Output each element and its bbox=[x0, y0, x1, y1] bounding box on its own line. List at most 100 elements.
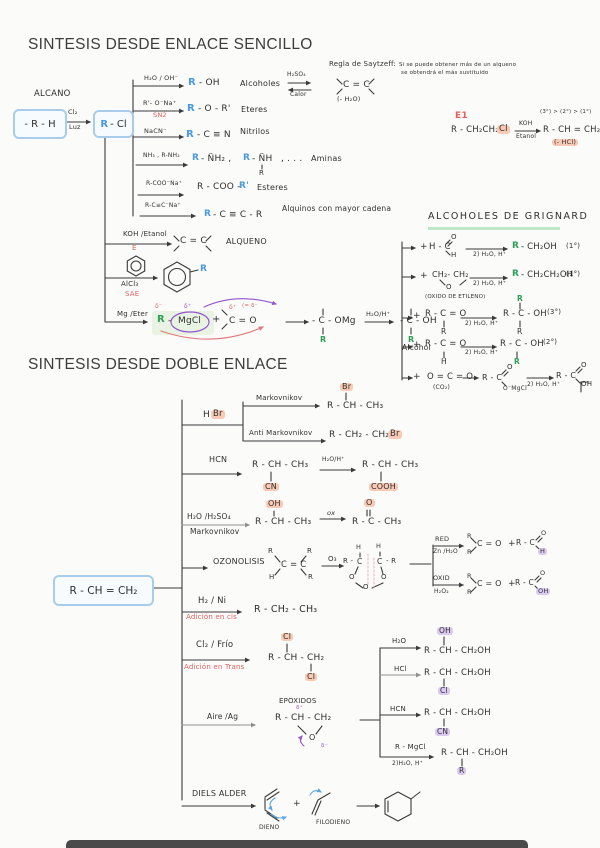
rcl-cl: - Cl bbox=[110, 118, 127, 130]
d8-filodieno-label: FILODIENO bbox=[316, 819, 351, 826]
d1-br: Br bbox=[211, 409, 225, 419]
e1-tag: E1 bbox=[455, 111, 468, 121]
r8-mechanism: SAE bbox=[125, 290, 140, 298]
d4-alkene: C = C bbox=[281, 560, 307, 570]
d2-hydrolysis: H₂O/H⁺ bbox=[322, 456, 345, 463]
r9-o-delta-minus: (= δ⁻ bbox=[242, 303, 258, 309]
g1-formaldehyde: H - C bbox=[429, 242, 451, 252]
d7-b4-workup: 2)H₂O, H⁺ bbox=[392, 760, 424, 767]
d3-oxidation: ox bbox=[327, 509, 336, 517]
d7-product3: R - CH - CH₂OH bbox=[424, 708, 491, 718]
r3-product-r: R bbox=[186, 129, 194, 140]
d7-delta-plus: δ⁺ bbox=[296, 705, 303, 711]
g5-plus: + bbox=[413, 372, 421, 382]
d2-product1: R - CH - CH₃ bbox=[252, 460, 309, 470]
d7-product4-r: R bbox=[457, 766, 467, 775]
alcano-label: ALCANO bbox=[34, 89, 71, 99]
r2-reagent: R'- O⁻Na⁺ bbox=[143, 99, 177, 107]
benzene-icon bbox=[126, 255, 146, 277]
g3-plus: + bbox=[413, 311, 421, 321]
e1-product: R - CH = CH₂ bbox=[543, 125, 600, 135]
g5-intermediate: R - C bbox=[482, 373, 503, 382]
s1-r7-arrow bbox=[104, 235, 212, 252]
d3-mechanism: Markovnikov bbox=[190, 527, 240, 536]
alkene-box: R - CH = CH₂ bbox=[53, 575, 154, 606]
d1-product1-br: Br bbox=[340, 382, 354, 391]
d7-b4-reagent: R - MgCl bbox=[395, 743, 426, 751]
g3-workup: 2) H₂O, H⁺ bbox=[465, 320, 499, 327]
r9-carbonyl: C = O bbox=[229, 316, 257, 326]
s1-r4-arrow bbox=[135, 162, 263, 170]
alkene-formula: R - CH = CH₂ bbox=[69, 584, 138, 597]
benzene-product bbox=[163, 261, 199, 293]
r9-hydrolysis: H₂O/H⁺ bbox=[366, 310, 391, 318]
r9-intermediate-r: R bbox=[320, 335, 327, 344]
g4-workup: 2) H₂O, H⁺ bbox=[465, 349, 499, 356]
d4-ketone1: C = O bbox=[477, 539, 502, 548]
section1-title: SINTESIS DESDE ENLACE SENCILLO bbox=[28, 36, 313, 53]
grignard-bonds bbox=[439, 239, 583, 387]
g5-product-oh: OH bbox=[581, 380, 593, 388]
saytzeff-water: (- H₂O) bbox=[337, 95, 361, 103]
g3-r-bottom: R bbox=[517, 327, 523, 336]
r7-mechanism: E bbox=[132, 244, 137, 252]
d2-reagent: HCN bbox=[209, 455, 228, 464]
r4-name: Aminas bbox=[311, 154, 342, 163]
r5-name: Esteres bbox=[257, 183, 288, 192]
g1-oxygen: O bbox=[451, 233, 457, 241]
g4-r-bottom: R bbox=[514, 357, 520, 366]
grignard-underline bbox=[428, 227, 560, 230]
d8-diels-alder bbox=[181, 788, 421, 822]
d4-r-bottomright: R bbox=[308, 573, 314, 581]
s2-backbone bbox=[149, 399, 183, 801]
d7-oxygen: O bbox=[309, 733, 316, 742]
r9-dash: - bbox=[168, 316, 172, 326]
g2-product: - CH₂CH₂OH bbox=[521, 270, 574, 280]
r9-intermediate: - C - OMg bbox=[312, 316, 356, 326]
d1-product1: R - CH - CH₃ bbox=[327, 401, 384, 411]
r6-product-r: R bbox=[204, 209, 212, 219]
d2-arrows bbox=[181, 467, 382, 482]
d5-mechanism: Adición en cis bbox=[186, 613, 238, 621]
d6-product: R - CH - CH₂ bbox=[268, 653, 325, 663]
d4-aldehyde: R - C bbox=[516, 538, 535, 547]
d7-b2-reagent: HCl bbox=[394, 665, 407, 673]
g3-sub: R bbox=[441, 327, 447, 336]
saytzeff-alkene: C = C bbox=[343, 80, 370, 90]
d1-markovnikov: Markovnikov bbox=[256, 394, 303, 402]
d7-product1-oh: OH bbox=[437, 626, 453, 635]
r9-product-r: R bbox=[408, 335, 415, 344]
d5-product: R - CH₂ - CH₃ bbox=[254, 604, 318, 615]
d4-acid-o: O bbox=[540, 569, 546, 577]
alkane-formula: - R - H bbox=[24, 118, 56, 130]
r1-name: Alcoholes bbox=[240, 79, 281, 88]
d7-product4: R - CH - CH₂OH bbox=[441, 748, 508, 758]
d7-product2-cl: Cl bbox=[438, 686, 450, 695]
g2-workup: 2) H₂O, H⁺ bbox=[473, 280, 507, 287]
d6-cl-bottom: Cl bbox=[305, 672, 318, 681]
e1-byproduct: (- HCl) bbox=[552, 138, 579, 146]
next-page-edge bbox=[66, 840, 528, 848]
d7-reagent: Aire /Ag bbox=[207, 712, 239, 721]
e1-order: (3°) > (2°) > (1°) bbox=[540, 109, 592, 115]
r8-reagent: AlCl₃ bbox=[121, 280, 139, 288]
d8-plus: + bbox=[293, 799, 301, 809]
r1-eq-top: H₂SO₄ bbox=[287, 71, 306, 78]
d4-plus2: + bbox=[508, 579, 516, 589]
r4-product2: - N̈H bbox=[252, 154, 273, 164]
r1-product-r: R bbox=[188, 77, 196, 88]
g3-r-top: R bbox=[517, 294, 523, 303]
d4-r-topright: R bbox=[307, 547, 313, 555]
r4-product1-r: R bbox=[192, 153, 200, 163]
section2-title: SINTESIS DESDE DOBLE ENLACE bbox=[28, 356, 288, 373]
g2-epoxide: CH₂- CH₂ bbox=[432, 270, 469, 279]
saytzeff-title: Regla de Saytzeff: bbox=[329, 60, 396, 68]
d2-product1-cn: CN bbox=[263, 482, 279, 491]
d7-product2: R - CH - CH₂OH bbox=[424, 668, 491, 678]
e1-etanol: Etanol bbox=[516, 133, 537, 140]
d7-product3-cn: CN bbox=[435, 727, 451, 736]
g2-caption: (OXIDO DE ETILENO) bbox=[425, 294, 486, 300]
g2-oxygen: O bbox=[446, 283, 452, 291]
alkyl-chloride-box: R- Cl bbox=[93, 110, 134, 138]
